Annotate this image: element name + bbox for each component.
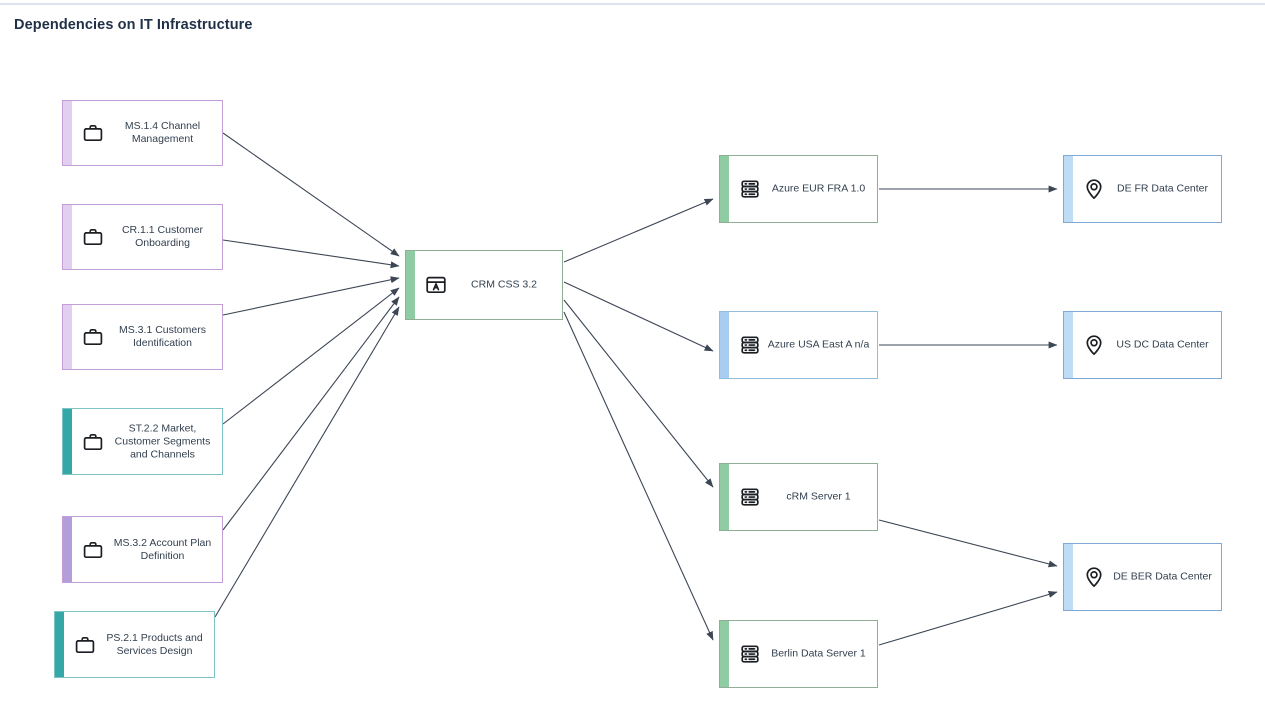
node-label: MS.3.2 Account Plan Definition: [113, 536, 212, 562]
location-pin-icon: [1082, 177, 1106, 201]
node-accent-bar: [406, 251, 415, 319]
node-label: DE FR Data Center: [1116, 182, 1209, 195]
node-accent-bar: [720, 312, 729, 378]
edge-crm-to-crm-server-1: [563, 299, 714, 488]
node-ms32[interactable]: MS.3.2 Account Plan Definition: [62, 516, 223, 583]
edge-berlin-server-1-to-de-ber-dc: [878, 591, 1058, 646]
page-title: Dependencies on IT Infrastructure: [14, 17, 253, 33]
node-azure-fra[interactable]: Azure EUR FRA 1.0: [719, 155, 878, 223]
server-stack-icon: [738, 177, 762, 201]
node-accent-bar: [1064, 156, 1073, 222]
briefcase-icon: [81, 325, 105, 349]
node-label: ST.2.2 Market, Customer Segments and Cha…: [114, 422, 211, 460]
server-stack-icon: [738, 642, 762, 666]
node-st22[interactable]: ST.2.2 Market, Customer Segments and Cha…: [62, 408, 223, 475]
node-de-ber-dc[interactable]: DE BER Data Center: [1063, 543, 1222, 611]
node-label: CR.1.1 Customer Onboarding: [121, 224, 204, 249]
node-accent-bar: [720, 464, 729, 530]
node-label: Berlin Data Server 1: [771, 647, 866, 660]
edge-ms14-to-crm: [222, 132, 400, 257]
node-cr11[interactable]: CR.1.1 Customer Onboarding: [62, 204, 223, 270]
edge-ps21-to-crm: [214, 306, 400, 618]
node-accent-bar: [63, 101, 72, 165]
server-stack-icon: [738, 485, 762, 509]
node-crm[interactable]: CRM CSS 3.2: [405, 250, 563, 320]
node-label: Azure USA East A n/a: [767, 338, 870, 351]
location-pin-icon: [1082, 333, 1106, 357]
node-accent-bar: [720, 156, 729, 222]
node-accent-bar: [720, 621, 729, 687]
briefcase-icon: [73, 633, 97, 657]
node-label: MS.3.1 Customers Identification: [119, 324, 206, 349]
node-ms14[interactable]: MS.1.4 Channel Management: [62, 100, 223, 166]
edge-st22-to-crm: [222, 287, 400, 425]
node-label: PS.2.1 Products and Services Design: [106, 631, 203, 657]
node-ps21[interactable]: PS.2.1 Products and Services Design: [54, 611, 215, 678]
node-us-dc-dc[interactable]: US DC Data Center: [1063, 311, 1222, 379]
edge-crm-to-berlin-server-1: [563, 311, 714, 641]
application-window-icon: [424, 273, 448, 297]
top-divider: [0, 3, 1265, 5]
node-accent-bar: [55, 612, 64, 677]
briefcase-icon: [81, 430, 105, 454]
node-accent-bar: [63, 205, 72, 269]
edge-crm-server-1-to-de-ber-dc: [878, 519, 1058, 568]
edge-cr11-to-crm: [222, 239, 400, 269]
node-crm-server-1[interactable]: cRM Server 1: [719, 463, 878, 531]
node-de-fr-dc[interactable]: DE FR Data Center: [1063, 155, 1222, 223]
node-accent-bar: [63, 305, 72, 369]
node-label: CRM CSS 3.2: [471, 278, 537, 291]
briefcase-icon: [81, 225, 105, 249]
server-stack-icon: [738, 333, 762, 357]
edge-crm-to-azure-usa: [563, 281, 714, 352]
edge-ms31-to-crm: [222, 276, 400, 316]
briefcase-icon: [81, 121, 105, 145]
briefcase-icon: [81, 538, 105, 562]
edge-ms32-to-crm: [222, 296, 400, 531]
node-label: DE BER Data Center: [1113, 570, 1212, 583]
location-pin-icon: [1082, 565, 1106, 589]
node-berlin-server-1[interactable]: Berlin Data Server 1: [719, 620, 878, 688]
node-accent-bar: [63, 409, 72, 474]
node-label: Azure EUR FRA 1.0: [771, 182, 866, 195]
node-accent-bar: [1064, 312, 1073, 378]
node-ms31[interactable]: MS.3.1 Customers Identification: [62, 304, 223, 370]
node-azure-usa[interactable]: Azure USA East A n/a: [719, 311, 878, 379]
edge-crm-to-azure-fra: [563, 198, 714, 263]
node-label: MS.1.4 Channel Management: [124, 120, 201, 145]
node-accent-bar: [63, 517, 72, 582]
node-accent-bar: [1064, 544, 1073, 610]
node-label: US DC Data Center: [1116, 338, 1209, 351]
node-label: cRM Server 1: [786, 490, 851, 503]
